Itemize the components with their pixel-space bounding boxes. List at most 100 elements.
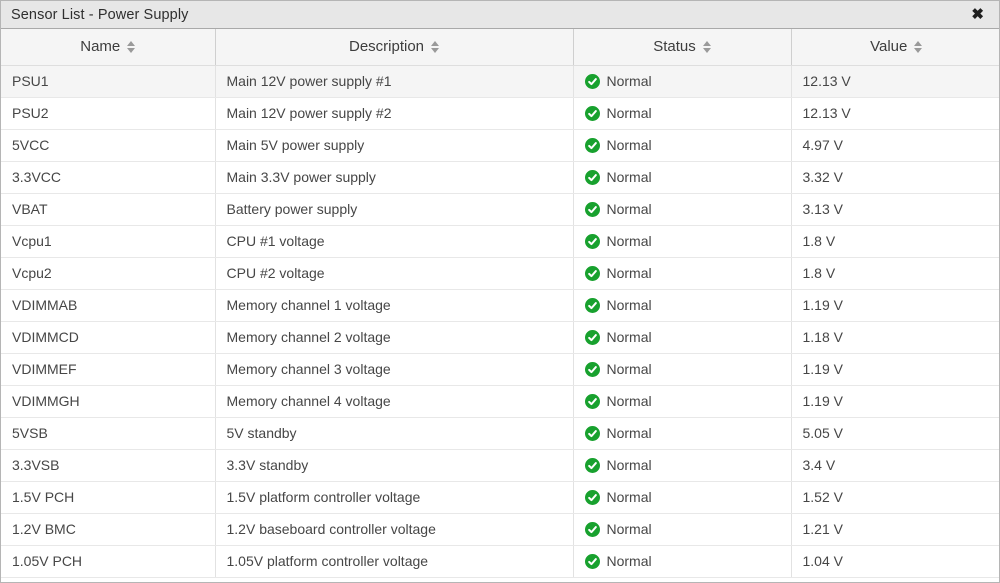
sensor-status-cell: Normal [573,97,792,130]
sensor-value-cell: 12.13 V [791,97,999,130]
sensor-status-cell: Normal [573,417,792,450]
status-text: Normal [606,329,652,345]
table-row[interactable]: Vcpu2 CPU #2 voltage Normal 1.8 V [1,257,999,290]
check-circle-icon [584,489,600,505]
sensor-status-cell: Normal [573,321,792,354]
column-header-description[interactable]: Description [215,29,574,66]
sensor-value-cell: 1.21 V [791,513,999,546]
check-circle-icon [584,457,600,473]
status-text: Normal [606,73,652,89]
sensor-status-cell: Normal [573,481,792,514]
sensor-name-cell: 1.5V PCH [1,481,216,514]
table-row[interactable]: VDIMMCD Memory channel 2 voltage Normal … [1,321,999,354]
sensor-value-cell: 1.8 V [791,257,999,290]
sensor-status-cell: Normal [573,257,792,290]
sensor-value-cell: 3.4 V [791,449,999,482]
check-circle-icon [584,233,600,249]
status-text: Normal [606,489,652,505]
table-row[interactable]: VDIMMEF Memory channel 3 voltage Normal … [1,353,999,386]
sensor-value-cell: 4.97 V [791,129,999,162]
column-header-value[interactable]: Value [791,29,999,66]
sensor-description-cell: Memory channel 4 voltage [215,385,574,418]
sensor-value-cell: 12.13 V [791,65,999,98]
sensor-status-cell: Normal [573,545,792,578]
sensor-description-cell: Main 3.3V power supply [215,161,574,194]
table-row[interactable]: 3.3VCC Main 3.3V power supply Normal 3.3… [1,161,999,194]
table-row[interactable]: VBAT Battery power supply Normal 3.13 V [1,193,999,226]
sensor-status-cell: Normal [573,65,792,98]
sensor-description-cell: Main 12V power supply #2 [215,97,574,130]
sensor-name-cell: VDIMMGH [1,385,216,418]
panel-titlebar: Sensor List - Power Supply ✖ [1,1,999,29]
sensor-value-cell: 1.19 V [791,353,999,386]
table-row[interactable]: PSU1 Main 12V power supply #1 Normal 12.… [1,65,999,98]
sensor-name-cell: 3.3VSB [1,449,216,482]
status-text: Normal [606,553,652,569]
sensor-status-cell: Normal [573,385,792,418]
sensor-name-cell: 1.05V PCH [1,545,216,578]
sort-icon [431,40,440,53]
sensor-description-cell: Main 5V power supply [215,129,574,162]
table-row[interactable]: 3.3VSB 3.3V standby Normal 3.4 V [1,449,999,482]
sensor-status-cell: Normal [573,513,792,546]
sensor-description-cell: 3.3V standby [215,449,574,482]
table-row[interactable]: VDIMMAB Memory channel 1 voltage Normal … [1,289,999,322]
sensor-name-cell: VDIMMEF [1,353,216,386]
sensor-value-cell: 3.13 V [791,193,999,226]
sort-icon [127,40,136,53]
status-text: Normal [606,233,652,249]
sensor-name-cell: VBAT [1,193,216,226]
check-circle-icon [584,265,600,281]
sensor-status-cell: Normal [573,193,792,226]
sort-icon [914,40,923,53]
table-row[interactable]: Vcpu1 CPU #1 voltage Normal 1.8 V [1,225,999,258]
sensor-name-cell: 3.3VCC [1,161,216,194]
sensor-value-cell: 5.05 V [791,417,999,450]
check-circle-icon [584,361,600,377]
sensor-description-cell: Main 12V power supply #1 [215,65,574,98]
column-header-name[interactable]: Name [1,29,216,66]
table-row[interactable]: 1.05V PCH 1.05V platform controller volt… [1,545,999,578]
sensor-status-cell: Normal [573,225,792,258]
table-row[interactable]: 5VCC Main 5V power supply Normal 4.97 V [1,129,999,162]
table-row[interactable]: VDIMMGH Memory channel 4 voltage Normal … [1,385,999,418]
table-row[interactable]: 1.2V BMC 1.2V baseboard controller volta… [1,513,999,546]
sensor-name-cell: 1.2V BMC [1,513,216,546]
sensor-value-cell: 1.19 V [791,385,999,418]
column-label: Status [653,38,696,56]
column-header-status[interactable]: Status [573,29,792,66]
table-row[interactable]: 1.5V PCH 1.5V platform controller voltag… [1,481,999,514]
check-circle-icon [584,425,600,441]
check-circle-icon [584,169,600,185]
check-circle-icon [584,105,600,121]
sensor-status-cell: Normal [573,449,792,482]
status-text: Normal [606,361,652,377]
panel-title: Sensor List - Power Supply [11,6,189,23]
check-circle-icon [584,297,600,313]
check-circle-icon [584,137,600,153]
table-row[interactable]: 5VSB 5V standby Normal 5.05 V [1,417,999,450]
sensor-status-cell: Normal [573,161,792,194]
sensor-name-cell: PSU1 [1,65,216,98]
sensor-description-cell: Memory channel 3 voltage [215,353,574,386]
sensor-description-cell: Memory channel 1 voltage [215,289,574,322]
sensor-description-cell: 1.5V platform controller voltage [215,481,574,514]
sensor-value-cell: 1.04 V [791,545,999,578]
sensor-value-cell: 3.32 V [791,161,999,194]
table-row[interactable]: PSU2 Main 12V power supply #2 Normal 12.… [1,97,999,130]
sensor-description-cell: 1.2V baseboard controller voltage [215,513,574,546]
sensor-name-cell: 5VCC [1,129,216,162]
sensor-description-cell: 5V standby [215,417,574,450]
column-label: Name [80,38,121,56]
sensor-name-cell: VDIMMAB [1,289,216,322]
sensor-status-cell: Normal [573,289,792,322]
sensor-name-cell: Vcpu1 [1,225,216,258]
sort-icon [702,40,711,53]
sensor-name-cell: PSU2 [1,97,216,130]
status-text: Normal [606,137,652,153]
check-circle-icon [584,553,600,569]
sensor-value-cell: 1.52 V [791,481,999,514]
close-icon[interactable]: ✖ [971,6,984,23]
check-circle-icon [584,329,600,345]
check-circle-icon [584,73,600,89]
